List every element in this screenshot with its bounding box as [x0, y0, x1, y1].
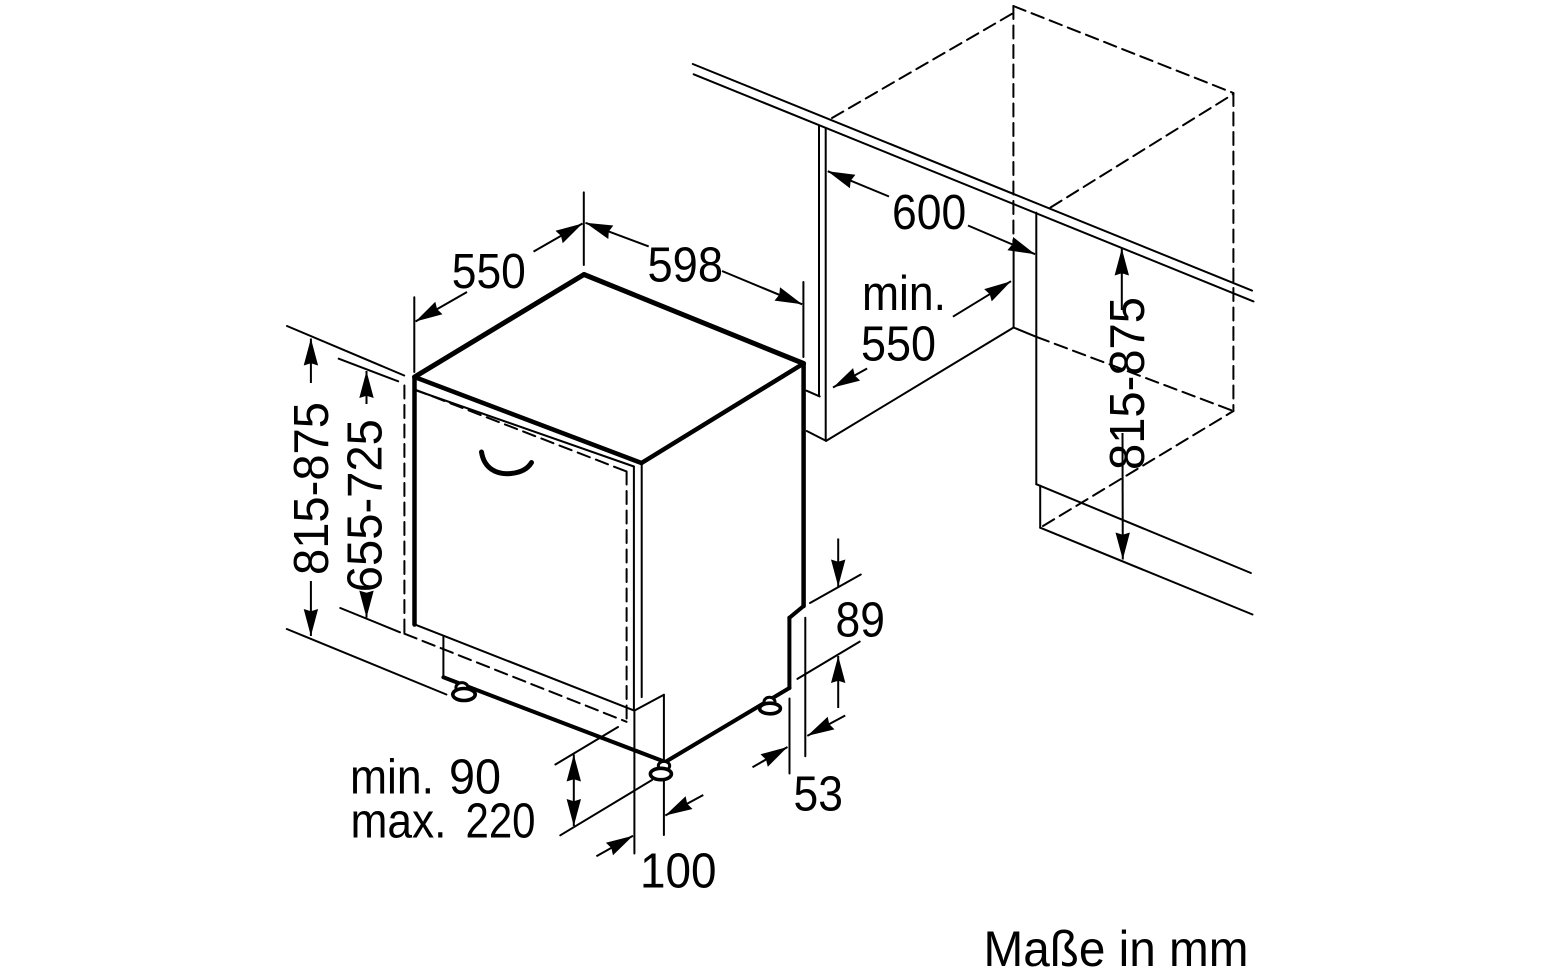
- svg-text:min.: min.: [862, 266, 946, 321]
- svg-text:100: 100: [640, 844, 717, 899]
- svg-text:Maße in mm: Maße in mm: [984, 921, 1249, 971]
- svg-text:815-875: 815-875: [1100, 297, 1155, 470]
- svg-text:max.: max.: [351, 794, 447, 849]
- svg-text:600: 600: [892, 185, 966, 240]
- svg-text:598: 598: [648, 238, 724, 293]
- svg-text:655-725: 655-725: [337, 419, 392, 592]
- svg-text:53: 53: [794, 767, 843, 822]
- svg-text:550: 550: [452, 244, 526, 299]
- svg-text:550: 550: [861, 317, 936, 372]
- svg-text:89: 89: [836, 593, 885, 648]
- svg-text:815-875: 815-875: [284, 402, 339, 575]
- svg-text:220: 220: [466, 794, 536, 849]
